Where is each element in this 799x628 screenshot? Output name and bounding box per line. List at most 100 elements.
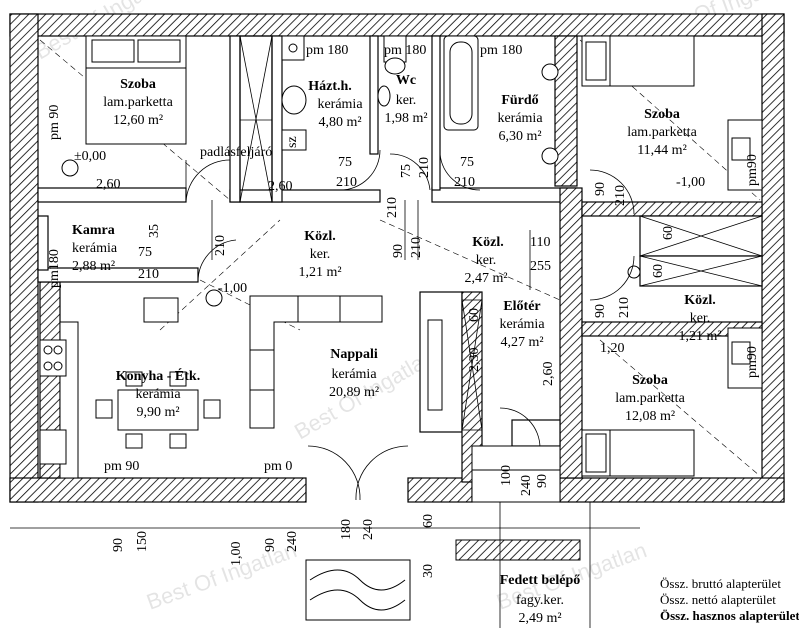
svg-text:kerámia: kerámia [72,241,118,256]
bed-nw [85,35,187,145]
room-label-haztartasi: Házt.h. kerámia 4,80 m² [308,79,363,130]
room-label-szoba-ne: Szoba lam.parketta 11,44 m² [627,107,697,158]
svg-text:2,60: 2,60 [541,362,556,387]
svg-text:90: 90 [263,538,278,552]
svg-text:lam.parketta: lam.parketta [627,125,697,140]
net-area-label: Össz. nettó alapterület [660,592,776,607]
svg-text:lam.parketta: lam.parketta [615,391,685,406]
svg-text:210: 210 [617,297,632,318]
room-label-wc: Wc ker. 1,98 m² [384,73,427,126]
svg-text:210: 210 [454,175,475,190]
svg-text:75: 75 [138,245,152,260]
room-label-fedett: Fedett belépő fagy.ker. 2,49 m² [500,573,580,626]
svg-text:pm 180: pm 180 [480,43,522,58]
usable-area-label: Össz. hasznos alapterület [660,608,799,623]
svg-text:1,00: 1,00 [229,542,244,567]
svg-text:Szoba: Szoba [644,107,680,122]
kitchen-fixtures [39,297,221,479]
svg-text:2,49 m²: 2,49 m² [518,611,561,626]
svg-text:Közl.: Közl. [472,235,504,250]
svg-text:Wc: Wc [396,73,416,88]
svg-text:Kamra: Kamra [72,223,115,238]
svg-text:pm 180: pm 180 [306,43,348,58]
svg-text:9,90 m²: 9,90 m² [136,405,179,420]
room-label-szoba-nw: Szoba lam.parketta 12,60 m² [103,77,173,128]
svg-text:240: 240 [285,531,300,552]
svg-text:2,30: 2,30 [467,348,482,373]
svg-text:Fürdő: Fürdő [501,93,538,108]
svg-text:1,21 m²: 1,21 m² [678,329,721,344]
svg-text:110: 110 [530,235,550,250]
svg-text:30: 30 [421,564,436,578]
svg-text:pm90: pm90 [745,346,760,378]
room-label-kozl-1: Közl. ker. 1,21 m² [298,229,341,280]
svg-text:90: 90 [535,474,550,488]
bathroom-fixtures [61,35,641,307]
svg-text:-1,00: -1,00 [676,175,705,190]
svg-text:pm 90: pm 90 [104,459,139,474]
room-label-eloter: Előtér kerámia 4,27 m² [499,299,545,350]
svg-text:90: 90 [593,304,608,318]
room-label-kamra: Kamra kerámia 2,88 m² [72,223,118,274]
svg-text:2,47 m²: 2,47 m² [464,271,507,286]
svg-text:Közl.: Közl. [684,293,716,308]
room-label-nappali: Nappali kerámia 20,89 m² [329,347,379,400]
svg-text:20,89 m²: 20,89 m² [329,385,379,400]
svg-text:12,60 m²: 12,60 m² [113,113,163,128]
room-label-kozl-2: Közl. ker. 2,47 m² [464,235,507,286]
svg-text:75: 75 [338,155,352,170]
svg-text:255: 255 [530,259,551,274]
room-label-kozl-3: Közl. ker. 1,21 m² [678,293,721,344]
area-summary: Össz. bruttó alapterület Össz. nettó ala… [660,576,799,624]
svg-text:90: 90 [391,244,406,258]
svg-text:pm 180: pm 180 [384,43,426,58]
wardrobe-cabinets [239,35,763,431]
room-label-konyha: Konyha - Étk. kerámia 9,90 m² [116,367,200,420]
room-label-szoba-se: Szoba lam.parketta 12,08 m² [615,373,685,424]
svg-text:kerámia: kerámia [135,387,181,402]
svg-text:60: 60 [651,264,666,278]
svg-text:2,60: 2,60 [268,179,293,194]
svg-text:ker.: ker. [690,311,711,326]
svg-text:4,27 m²: 4,27 m² [500,335,543,350]
svg-text:1,21 m²: 1,21 m² [298,265,341,280]
svg-text:210: 210 [138,267,159,282]
svg-text:sz: sz [285,136,300,148]
svg-text:-1,00: -1,00 [218,281,247,296]
svg-text:pm 0: pm 0 [264,459,292,474]
svg-text:240: 240 [519,475,534,496]
svg-text:pm90: pm90 [745,154,760,186]
svg-text:kerámia: kerámia [497,111,543,126]
svg-text:60: 60 [661,226,676,240]
svg-text:Közl.: Közl. [304,229,336,244]
interior-walls [37,35,763,483]
svg-text:210: 210 [336,175,357,190]
svg-text:ker.: ker. [310,247,331,262]
svg-text:75: 75 [460,155,474,170]
svg-text:Fedett belépő: Fedett belépő [500,573,580,588]
svg-text:12,08 m²: 12,08 m² [625,409,675,424]
svg-text:35: 35 [147,224,162,238]
svg-text:60: 60 [467,308,482,322]
svg-text:2,88 m²: 2,88 m² [72,259,115,274]
svg-text:Konyha - Étk.: Konyha - Étk. [116,367,200,384]
svg-text:padlásfeljáró: padlásfeljáró [200,145,272,160]
svg-text:210: 210 [613,185,628,206]
svg-text:75: 75 [399,164,414,178]
svg-text:100: 100 [499,465,514,486]
entrance-steps [305,445,581,621]
svg-text:fagy.ker.: fagy.ker. [516,593,564,608]
bed-se [581,429,695,477]
exterior-walls [9,13,785,503]
svg-text:kerámia: kerámia [499,317,545,332]
svg-text:2,60: 2,60 [96,177,121,192]
svg-text:6,30 m²: 6,30 m² [498,129,541,144]
heaters [727,119,763,389]
svg-text:11,44 m²: 11,44 m² [637,143,687,158]
svg-text:ker.: ker. [396,93,417,108]
svg-text:210: 210 [417,157,432,178]
svg-text:180: 180 [339,519,354,540]
dimension-lines [10,200,640,628]
svg-text:210: 210 [385,197,400,218]
